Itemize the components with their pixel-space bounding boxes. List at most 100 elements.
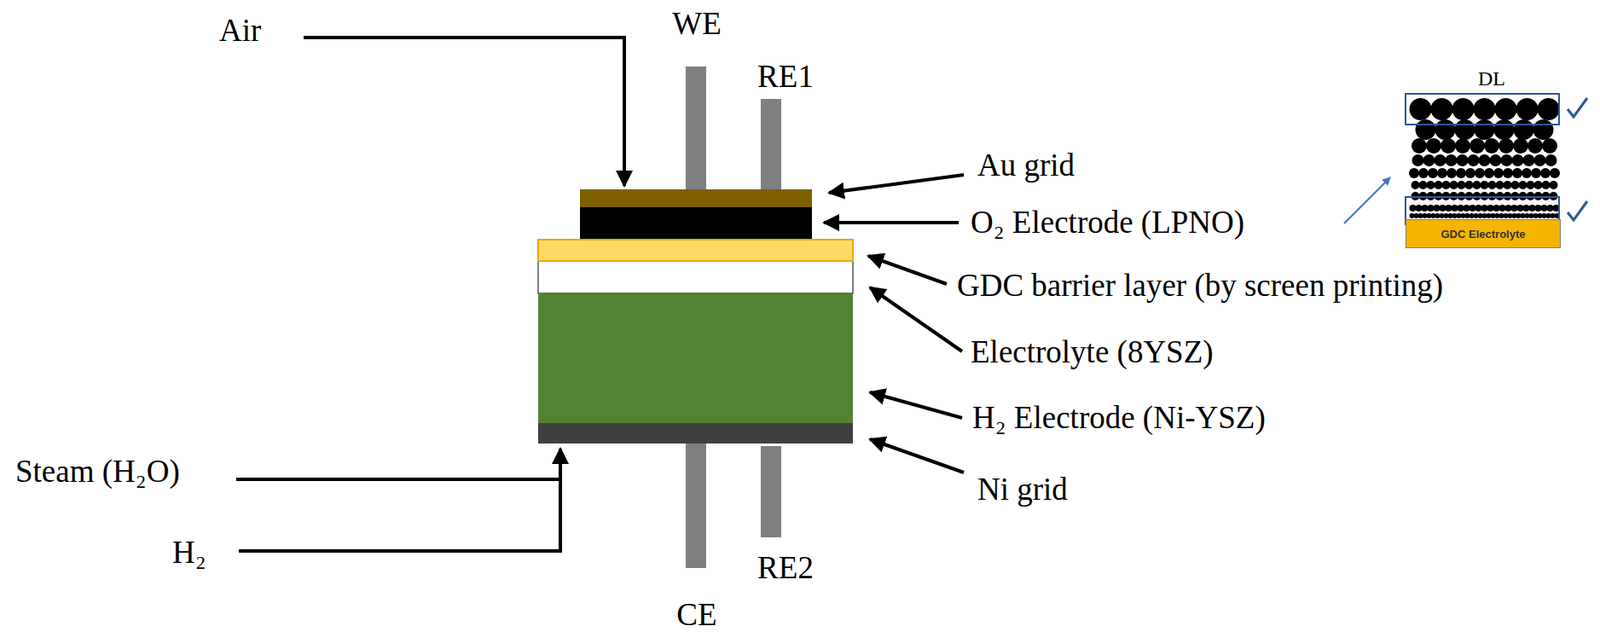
particle [1488, 180, 1497, 190]
part-label: GDC barrier layer (by screen printing) [956, 268, 1444, 304]
particle [1517, 204, 1525, 212]
gdc-layer [538, 239, 853, 261]
particle [1549, 180, 1559, 190]
particle [1542, 180, 1551, 190]
particle [1435, 119, 1456, 140]
particle [1412, 154, 1425, 167]
particle [1518, 180, 1528, 190]
particle [1474, 168, 1485, 179]
particle [1495, 180, 1505, 190]
h2-feed-line [238, 448, 561, 551]
particle [1535, 204, 1543, 212]
particle [1484, 138, 1500, 154]
particle [1474, 119, 1496, 140]
particle [1469, 138, 1485, 154]
part-label: O₂ Electrode (LPNO) [970, 205, 1245, 241]
leader-arrow [869, 287, 963, 352]
particle [1409, 98, 1432, 121]
particle [1523, 154, 1536, 167]
particle [1481, 204, 1489, 212]
particle [1493, 204, 1501, 212]
particle [1540, 168, 1551, 179]
au-grid-layer [579, 189, 812, 208]
particle [1451, 204, 1459, 212]
particle [1530, 168, 1542, 179]
part-label: Electrolyte (8YSZ) [970, 335, 1214, 371]
particle [1463, 204, 1471, 212]
ni-grid-layer [538, 423, 853, 444]
electrolyte-box: GDC Electrolyte [1405, 219, 1561, 249]
part-label: Steam (H₂O) [15, 454, 180, 490]
leader-arrow [823, 220, 959, 225]
leader-arrow [828, 174, 964, 193]
particle [1433, 204, 1441, 212]
particle [1409, 204, 1417, 212]
particle [1499, 204, 1507, 212]
particle [1408, 168, 1420, 179]
particle [1521, 168, 1532, 179]
particle [1465, 168, 1476, 179]
particle [1541, 204, 1548, 212]
particle [1455, 119, 1476, 140]
particle [1534, 154, 1547, 167]
particle [1473, 98, 1496, 121]
leader-arrow [869, 392, 963, 418]
particle [1465, 180, 1474, 190]
particle [1415, 204, 1423, 212]
ni-ysz-layer [538, 292, 853, 424]
part-label: H₂ [172, 535, 207, 571]
lpno-layer [579, 207, 812, 240]
particle [1427, 204, 1435, 212]
part-label: CE [676, 597, 717, 632]
part-label: RE2 [757, 550, 814, 586]
inset-arrow [1344, 177, 1391, 224]
particle [1489, 154, 1502, 167]
particle [1526, 180, 1536, 190]
particle [1446, 168, 1457, 179]
particle [1467, 154, 1480, 167]
re2-terminal [760, 446, 782, 538]
particle [1494, 119, 1515, 140]
particle [1534, 180, 1543, 190]
we-terminal [685, 66, 707, 192]
electrolyte-layer [538, 260, 853, 294]
particle [1533, 119, 1554, 140]
part-label: Au grid [977, 148, 1075, 184]
particle [1502, 168, 1514, 179]
particle [1426, 138, 1442, 154]
part-label: H₂ Electrode (Ni-YSZ) [972, 400, 1266, 436]
particle [1501, 154, 1514, 167]
particle [1472, 180, 1482, 190]
particle [1542, 138, 1558, 154]
particle [1547, 204, 1554, 212]
particle [1415, 119, 1437, 140]
particle [1505, 204, 1513, 212]
particle [1495, 98, 1518, 121]
part-label: DL [1478, 67, 1506, 90]
particle [1469, 204, 1477, 212]
particle [1421, 204, 1429, 212]
particle [1431, 98, 1454, 121]
particle [1549, 168, 1560, 179]
particle [1545, 154, 1558, 167]
particle [1457, 180, 1467, 190]
particle [1512, 168, 1523, 179]
particle [1503, 180, 1513, 190]
particle [1537, 98, 1560, 121]
particle [1523, 204, 1531, 212]
box-text: GDC Electrolyte [1441, 227, 1526, 241]
air-feed-line [303, 37, 625, 186]
particle [1511, 204, 1519, 212]
particle [1516, 98, 1539, 121]
particle [1513, 138, 1529, 154]
particle [1449, 180, 1459, 190]
particle [1511, 180, 1520, 190]
re1-terminal [760, 98, 782, 192]
part-label: WE [672, 6, 722, 42]
particle [1423, 154, 1436, 167]
particle [1434, 154, 1447, 167]
particle [1512, 154, 1525, 167]
check-mark [1567, 201, 1588, 221]
leader-arrow [868, 255, 947, 285]
